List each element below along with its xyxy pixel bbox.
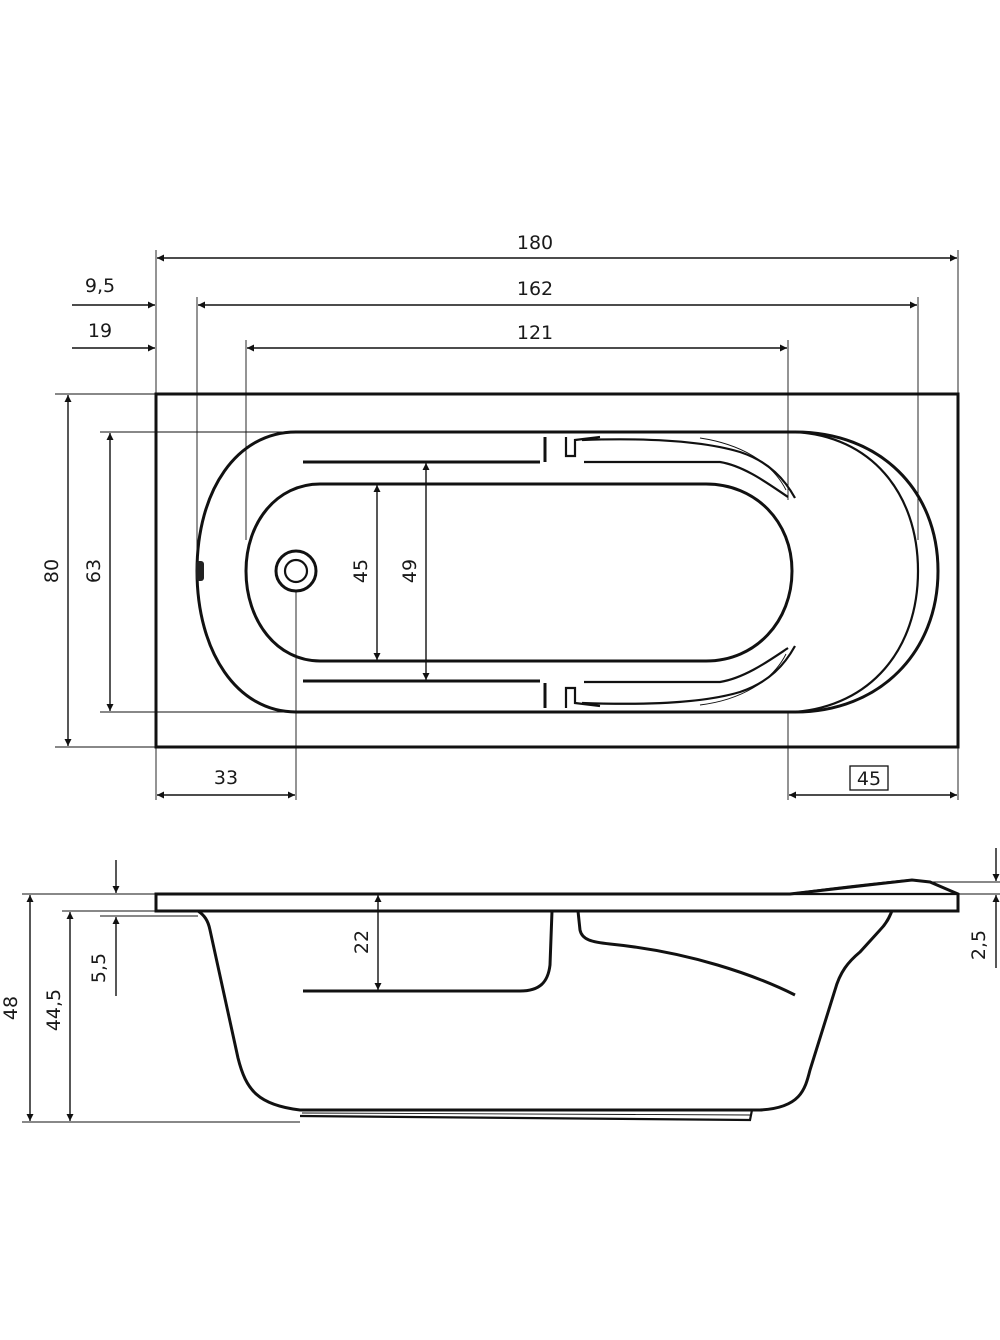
dim-inner-width: 63	[83, 559, 105, 583]
side-armrest	[303, 910, 554, 993]
top-view: 180 162 9,5 121 19 80 63 45 49 33 45	[41, 232, 960, 800]
side-rim	[154, 878, 960, 913]
side-view: 48 44,5 5,5 22 2,5	[0, 848, 1000, 1123]
drain-outer	[274, 549, 318, 593]
dim-armrest-width: 49	[399, 559, 421, 583]
backrest-curve	[794, 430, 920, 714]
dim-bottom-width: 45	[350, 559, 372, 583]
dim-inner-length: 162	[517, 278, 553, 300]
overflow	[196, 561, 204, 581]
handle-bottom	[543, 645, 796, 708]
dim-rim-offset-1: 9,5	[85, 275, 115, 297]
dim-rim-offset: 5,5	[88, 953, 110, 983]
tub-inner-basin	[195, 430, 940, 714]
dim-boxed: 45	[857, 768, 881, 790]
dim-bottom-length: 121	[517, 322, 553, 344]
dim-rim-offset-2: 19	[88, 320, 112, 342]
tub-bottom	[244, 482, 794, 663]
side-backrest	[576, 910, 796, 997]
dim-rim-thickness: 2,5	[968, 930, 990, 960]
dim-overall-width: 80	[41, 559, 63, 583]
tub-outer-rim	[154, 392, 960, 749]
side-base	[299, 1109, 754, 1122]
dim-overall-height: 48	[0, 996, 22, 1020]
dim-inner-depth: 44,5	[43, 989, 65, 1031]
drain-inner	[283, 558, 309, 584]
handle-top	[543, 435, 796, 499]
side-body	[197, 909, 894, 1112]
boxed-dim-frame	[849, 765, 889, 791]
dim-overall-length: 180	[517, 232, 553, 254]
dim-drain-offset: 33	[214, 767, 238, 789]
dim-armrest-depth: 22	[351, 930, 373, 954]
